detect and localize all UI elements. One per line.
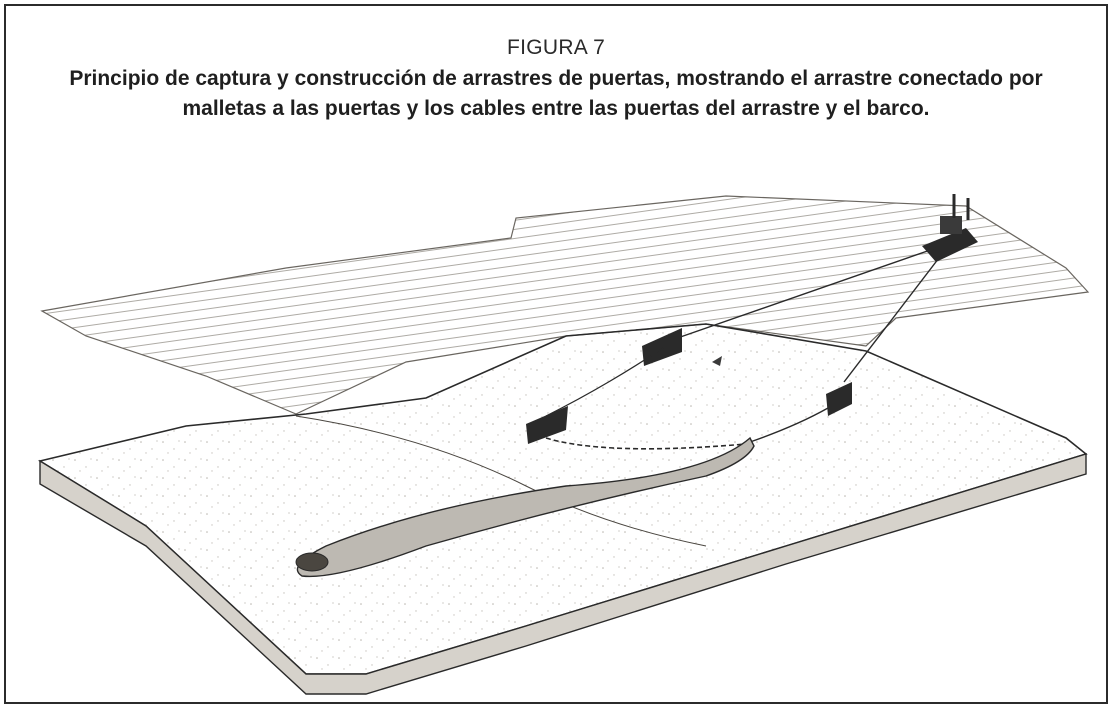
- figure-caption: Principio de captura y construcción de a…: [69, 67, 1043, 120]
- bridle-right: [749, 407, 829, 443]
- seabed-contour: [295, 415, 707, 547]
- trawl-illustration: [37, 194, 1090, 695]
- bridle-left: [545, 437, 747, 450]
- ship: [922, 194, 978, 262]
- codend: [295, 552, 329, 572]
- seabed-front-edge: [39, 453, 1087, 695]
- otter-door-right: [826, 382, 852, 416]
- trawl-net: [296, 436, 755, 578]
- warp-left: [665, 247, 937, 343]
- fish-mark: [712, 356, 722, 366]
- sea-surface: [40, 195, 1090, 415]
- otter-door-left: [526, 406, 568, 444]
- figure-label: FIGURA 7: [506, 36, 606, 59]
- warp-right: [843, 253, 943, 383]
- warp-to-left-door: [545, 345, 667, 417]
- figure-frame: FIGURA 7 Principio de captura y construc…: [4, 4, 1108, 704]
- otter-door-upper: [642, 328, 682, 366]
